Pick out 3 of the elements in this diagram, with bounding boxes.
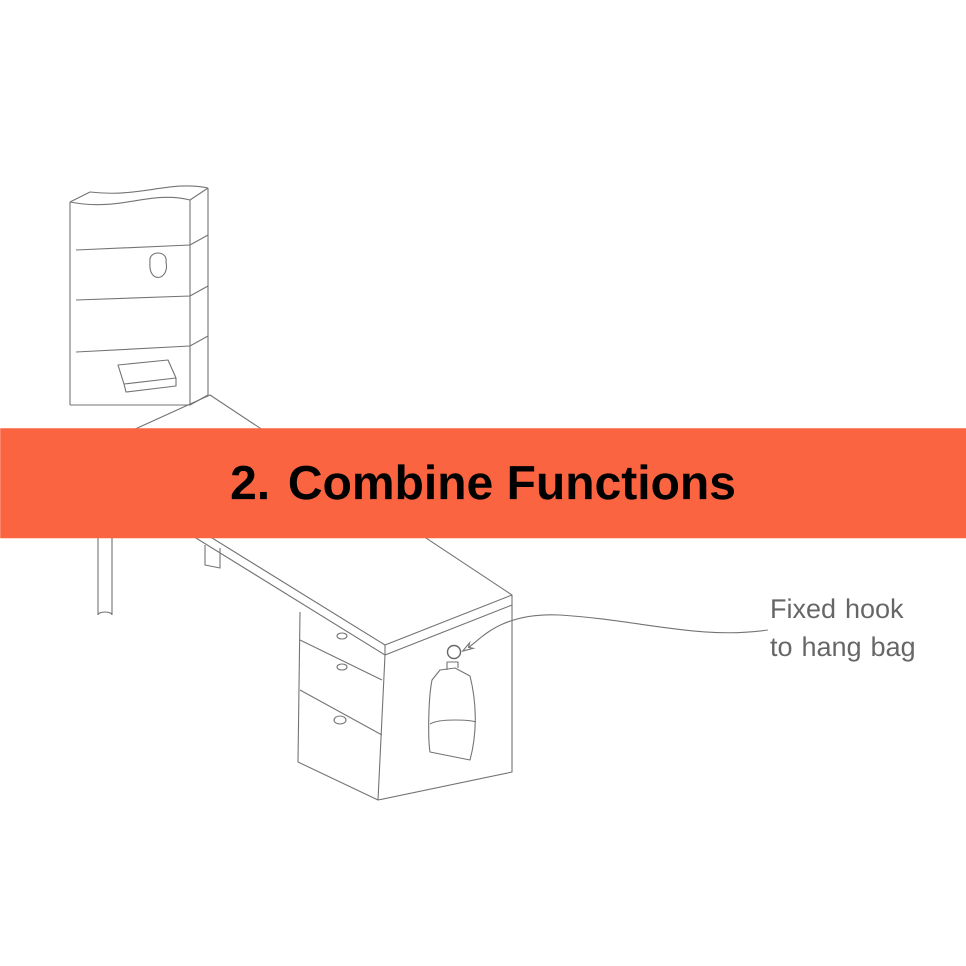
hook-drawing	[446, 644, 462, 660]
title: 2. Combine Functions	[232, 464, 734, 500]
note-text: Fixed hook to hang bag	[770, 598, 914, 662]
